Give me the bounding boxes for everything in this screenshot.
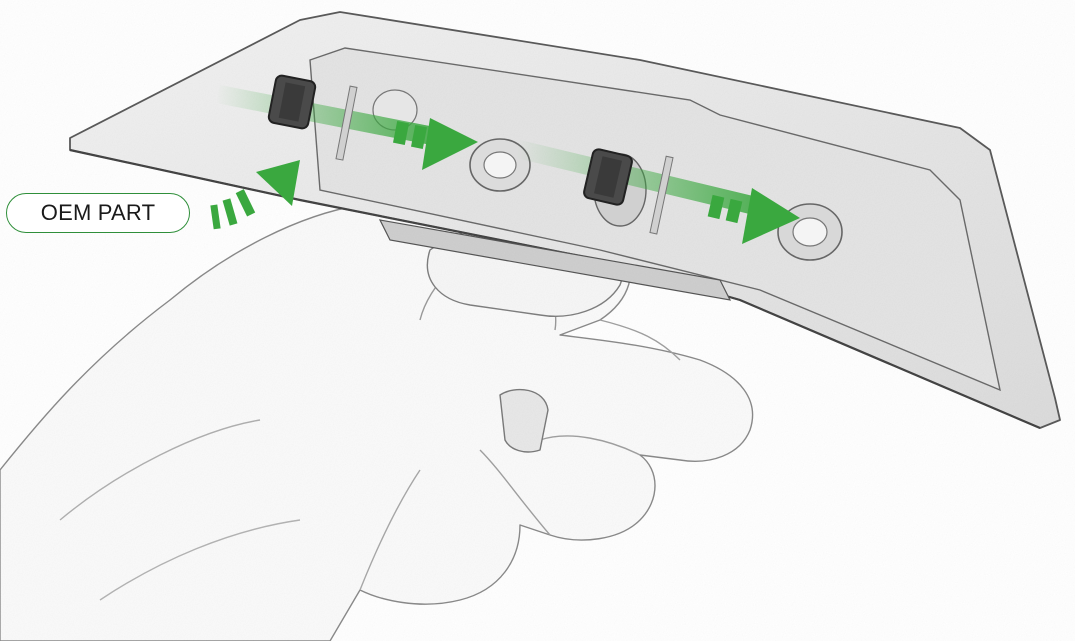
oem-part-callout: OEM PART bbox=[6, 193, 190, 233]
